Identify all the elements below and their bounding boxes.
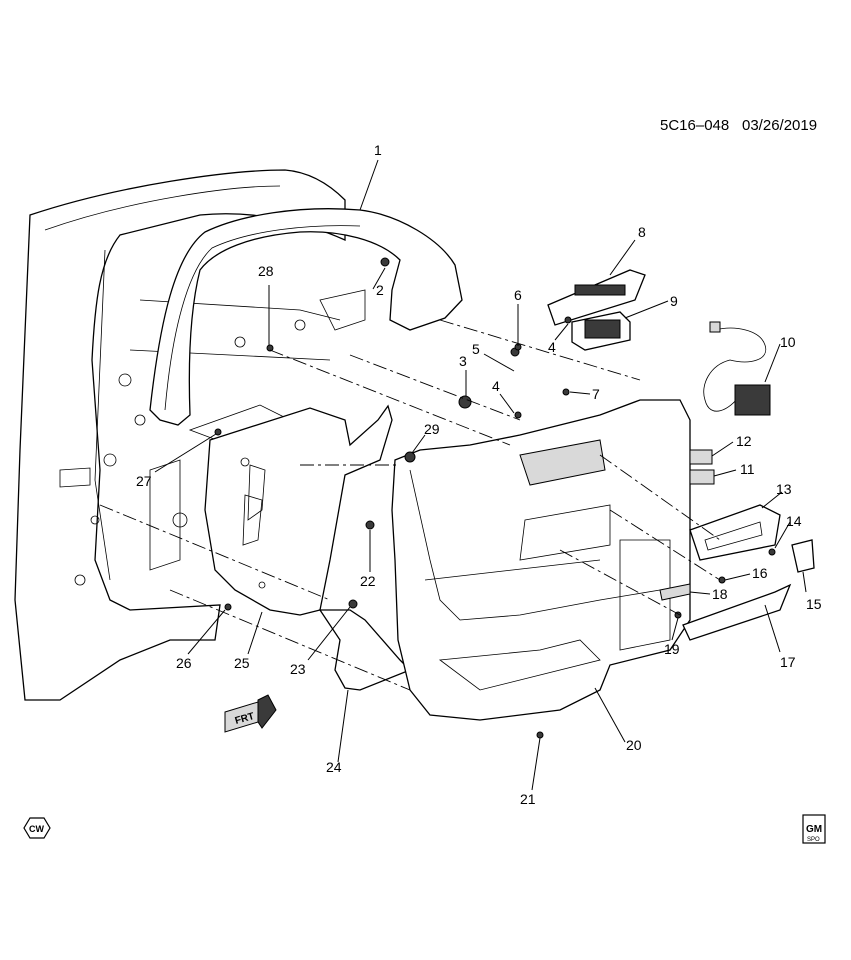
trim-cap (791, 539, 815, 573)
window-switch-bezel (547, 269, 646, 326)
callout-15: 15 (806, 596, 822, 612)
callout-numbers: 1 2 3 4 4 5 6 7 8 9 10 11 12 13 14 15 16… (136, 142, 822, 807)
callout-1: 1 (374, 142, 382, 158)
door-trim-panel (391, 399, 691, 721)
callout-9: 9 (670, 293, 678, 309)
callout-11: 11 (740, 461, 755, 477)
callout-10: 10 (780, 334, 796, 350)
callout-7: 7 (592, 386, 600, 402)
callout-25: 25 (234, 655, 250, 671)
wiring-harness (703, 321, 771, 416)
inside-door-handle (689, 504, 781, 561)
callout-29: 29 (424, 421, 440, 437)
callout-3: 3 (459, 353, 467, 369)
pad-18 (659, 583, 691, 601)
callout-4b: 4 (492, 378, 500, 394)
front-arrow-label: FRT (234, 711, 256, 727)
callout-4a: 4 (548, 339, 556, 355)
front-direction-arrow-icon: FRT (224, 694, 277, 733)
callout-26: 26 (176, 655, 192, 671)
callout-20: 20 (626, 737, 642, 753)
callout-13: 13 (776, 481, 792, 497)
window-switch (571, 311, 631, 351)
leader-lines (154, 159, 807, 791)
diagram-code: 5C16–048 (660, 117, 729, 134)
callout-17: 17 (780, 654, 796, 670)
callout-6: 6 (514, 287, 522, 303)
callout-28: 28 (258, 263, 274, 279)
alignment-lines (99, 319, 721, 691)
callout-5: 5 (472, 341, 480, 357)
diagram-date: 03/26/2019 (742, 117, 817, 134)
callout-23: 23 (290, 661, 306, 677)
fasteners (214, 257, 776, 739)
callout-12: 12 (736, 433, 752, 449)
water-deflector (204, 404, 393, 616)
callout-22: 22 (360, 573, 376, 589)
gm-logo: GM SPO (802, 814, 826, 844)
callout-21: 21 (520, 791, 536, 807)
callout-14: 14 (786, 513, 802, 529)
gm-logo-label: GM (806, 824, 822, 835)
cw-badge: CW (23, 817, 51, 839)
connector-11 (689, 469, 715, 485)
callout-8: 8 (638, 224, 646, 240)
upper-trim-bezel (149, 208, 463, 426)
callout-27: 27 (136, 473, 152, 489)
cw-badge-label: CW (29, 824, 44, 834)
lower-barrier-strip (318, 609, 412, 691)
callout-16: 16 (752, 565, 768, 581)
armrest-trim-strip (682, 583, 792, 641)
callout-19: 19 (664, 641, 680, 657)
gm-logo-sub: SPO (807, 837, 820, 843)
connector-12 (689, 449, 713, 465)
callout-2: 2 (376, 282, 384, 298)
callout-18: 18 (712, 586, 728, 602)
callout-24: 24 (326, 759, 342, 775)
